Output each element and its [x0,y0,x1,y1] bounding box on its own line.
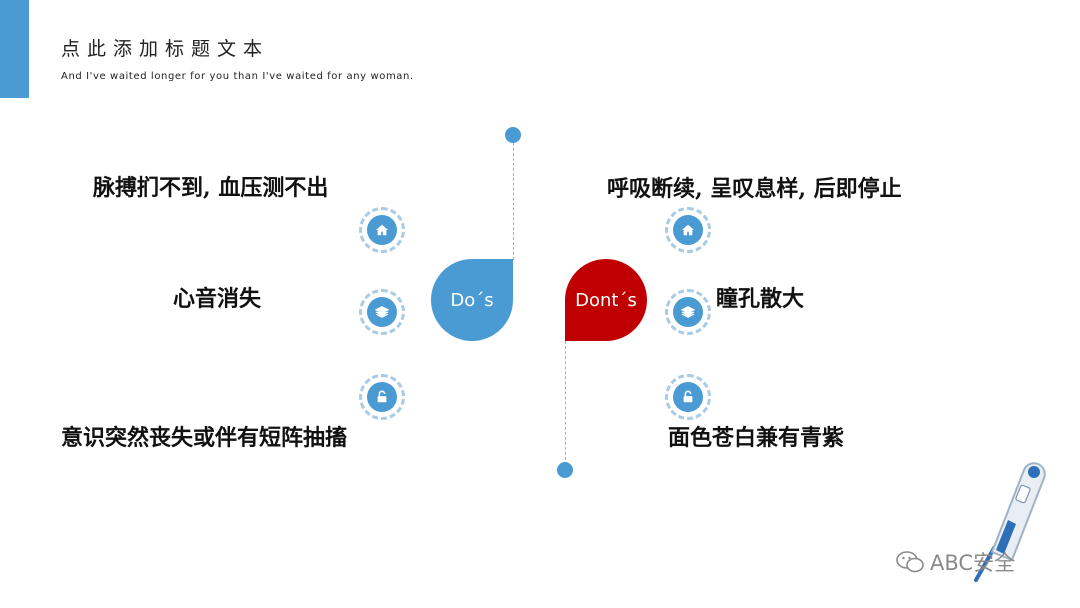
dos-label: Do´s [450,290,493,311]
dos-drop: Do´s [431,259,513,341]
donts-item-2-text: 瞳孔散大 [716,281,804,313]
layers-icon [359,289,405,335]
donts-item-1-text: 呼吸断续, 呈叹息样, 后即停止 [607,171,902,203]
page-subtitle: And I've waited longer for you than I've… [61,71,414,82]
page-title: 点此添加标题文本 [61,34,269,61]
home-icon [359,207,405,253]
home-icon [665,207,711,253]
dos-item-2-text: 心音消失 [173,281,261,313]
dos-item-3-text: 意识突然丧失或伴有短阵抽搐 [61,420,347,452]
unlock-icon [665,374,711,420]
donts-label: Dont´s [575,290,637,311]
donts-item-3-text: 面色苍白兼有青紫 [668,420,844,452]
watermark-text: ABC安全 [930,547,1015,577]
donts-drop: Dont´s [565,259,647,341]
dos-top-dot [505,127,521,143]
layers-icon [665,289,711,335]
watermark: ABC安全 [896,547,1015,577]
donts-connector-line [565,341,566,465]
wechat-icon [896,551,924,573]
unlock-icon [359,374,405,420]
header-accent-bar [0,0,29,98]
dos-item-1-text: 脉搏扪不到, 血压测不出 [93,170,328,202]
dos-connector-line [513,138,514,260]
donts-bottom-dot [557,462,573,478]
